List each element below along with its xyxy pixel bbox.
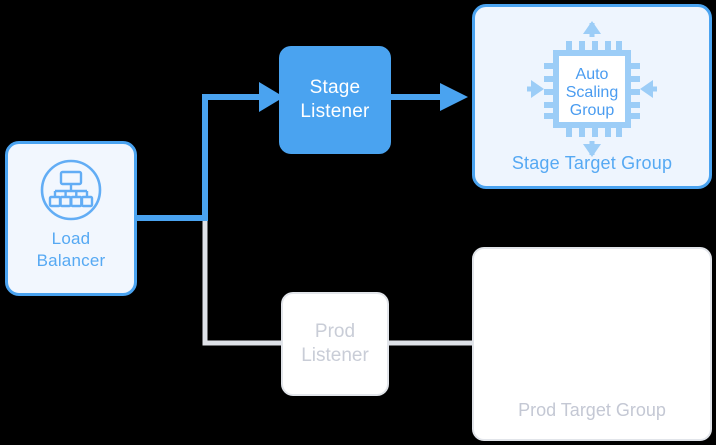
- node-stage-target-group-label: Stage Target Group: [511, 153, 673, 173]
- load-balancer-label-line2: Balancer: [36, 251, 106, 270]
- asg-label-line1: Auto: [576, 66, 609, 83]
- node-stage-target-group[interactable]: Auto Scaling Group Stage Target Group: [472, 4, 712, 189]
- edge-lb-to-stage-listener: [133, 94, 262, 221]
- node-prod-listener-label: Prod Listener: [301, 320, 369, 368]
- stage-listener-label-line1: Stage: [309, 77, 361, 98]
- edge-lb-to-prod-listener: [202, 218, 283, 346]
- load-balancer-network-icon: [39, 158, 103, 222]
- node-prod-target-group[interactable]: Prod Target Group: [472, 247, 712, 441]
- asg-label-line2: Scaling: [566, 84, 618, 101]
- prod-listener-label-line1: Prod: [314, 321, 356, 342]
- node-load-balancer[interactable]: Load Balancer: [5, 141, 137, 296]
- node-stage-listener-label: Stage Listener: [300, 76, 369, 124]
- load-balancer-label-line1: Load: [51, 229, 91, 248]
- prod-listener-label-line2: Listener: [301, 345, 369, 366]
- node-prod-target-group-label: Prod Target Group: [518, 400, 666, 420]
- node-load-balancer-label: Load Balancer: [37, 228, 106, 272]
- stage-listener-label-line2: Listener: [300, 101, 370, 122]
- arrowhead-to-stage-target-group: [440, 83, 468, 111]
- auto-scaling-group-chip-icon: Auto Scaling Group: [522, 19, 662, 159]
- node-stage-listener[interactable]: Stage Listener: [279, 46, 391, 154]
- node-prod-listener[interactable]: Prod Listener: [281, 292, 389, 396]
- asg-label-line3: Group: [570, 102, 615, 119]
